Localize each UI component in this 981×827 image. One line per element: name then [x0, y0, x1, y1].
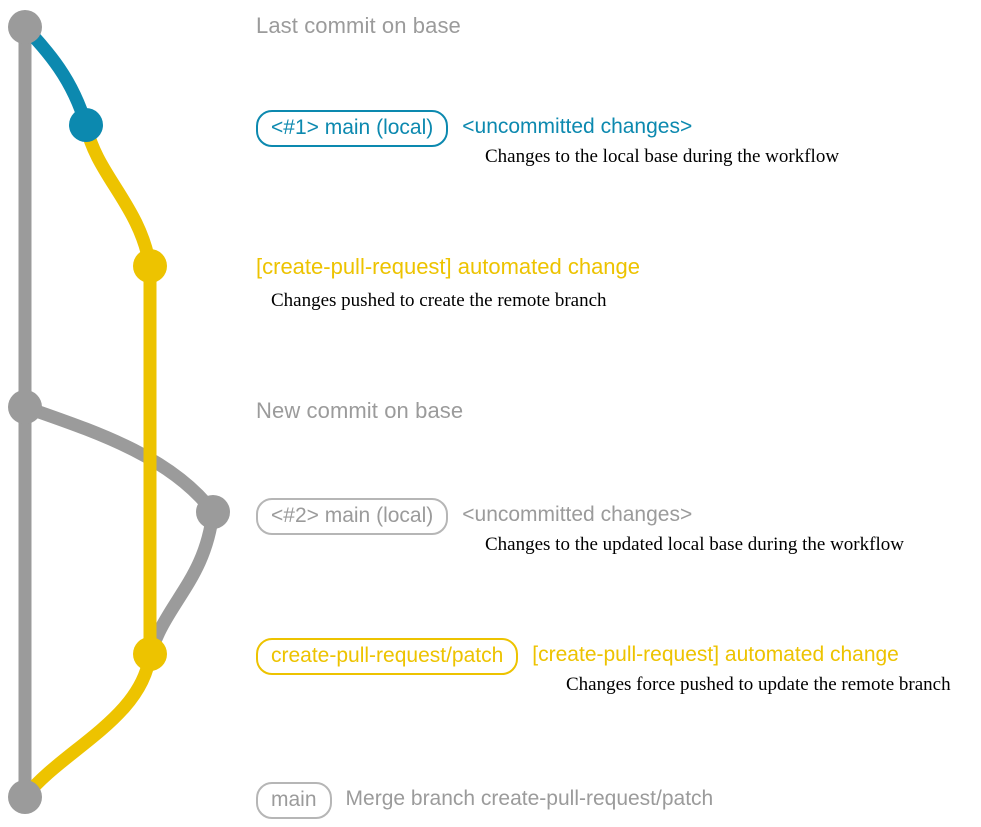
patch-branch-line	[79, 118, 157, 661]
commit-subject: <uncommitted changes>	[462, 503, 693, 526]
commit-node-base-new[interactable]	[8, 390, 42, 424]
commit-row-last-commit-on-base: Last commit on base	[256, 13, 461, 39]
base-to-local2-line	[18, 400, 220, 519]
commit-row-automated-change-2: create-pull-request/patch [create-pull-r…	[256, 638, 899, 676]
commit-node-base-merge[interactable]	[8, 780, 42, 814]
commit-subject: [create-pull-request] automated change	[256, 254, 641, 279]
commit-row-merge-commit: main Merge branch create-pull-request/pa…	[256, 782, 714, 820]
commit-row-local-change-2: <#2> main (local) <uncommitted changes>	[256, 498, 693, 536]
branch-badge-main[interactable]: main	[256, 782, 332, 820]
branch-badge-create-pull-request-patch[interactable]: create-pull-request/patch	[256, 638, 519, 676]
branch-badge-main-local-2[interactable]: <#2> main (local)	[256, 498, 449, 536]
commit-subject: New commit on base	[256, 398, 464, 423]
commit-node-local-1[interactable]	[69, 108, 103, 142]
branch-badge-main-local-1[interactable]: <#1> main (local)	[256, 110, 449, 148]
commit-node-patch-1[interactable]	[133, 249, 167, 283]
commit-description: Changes to the updated local base during…	[485, 534, 904, 555]
commit-node-local-2[interactable]	[196, 495, 230, 529]
commit-subject: Last commit on base	[256, 13, 461, 38]
commit-subject: Merge branch create-pull-request/patch	[345, 787, 714, 810]
commit-description: Changes pushed to create the remote bran…	[271, 290, 607, 311]
commit-node-base-last[interactable]	[8, 10, 42, 44]
commit-description: Changes to the local base during the wor…	[485, 146, 840, 167]
commit-row-new-commit-on-base: New commit on base	[256, 398, 463, 424]
local2-to-patch2-line	[143, 505, 220, 661]
commit-row-automated-change-1: [create-pull-request] automated change	[256, 254, 640, 280]
commit-description: Changes force pushed to update the remot…	[566, 674, 951, 695]
commit-row-local-change-1: <#1> main (local) <uncommitted changes>	[256, 110, 693, 148]
commit-subject: <uncommitted changes>	[462, 115, 693, 138]
patch-merge-line	[18, 647, 157, 804]
commit-node-patch-2[interactable]	[133, 637, 167, 671]
commit-subject: [create-pull-request] automated change	[532, 643, 899, 666]
local-branch-line	[18, 20, 93, 132]
